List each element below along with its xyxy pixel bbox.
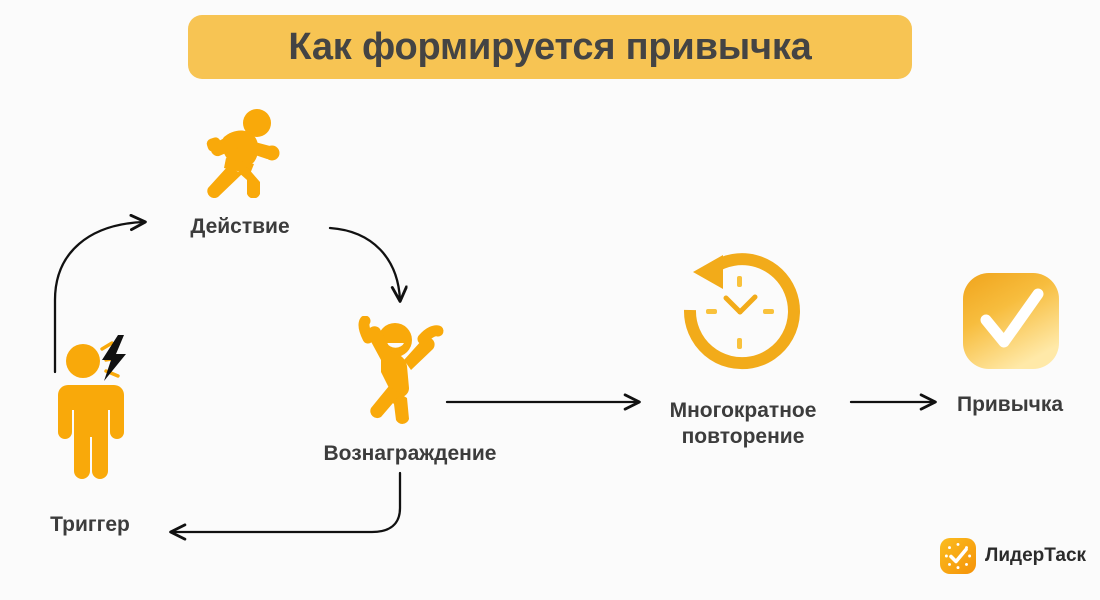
page-title: Как формируется привычка <box>288 25 812 68</box>
celebrating-person-icon <box>347 315 453 436</box>
brand-name: ЛидерТаск <box>985 545 1087 566</box>
stage-label-trigger: Триггер <box>50 513 130 536</box>
stage-label-habit: Привычка <box>956 393 1064 416</box>
running-person-icon <box>202 108 288 199</box>
stage-label-action: Действие <box>190 215 290 238</box>
stage-label-repeat-line2: повторение <box>681 425 805 448</box>
checkmark-rounded-square-icon <box>962 272 1060 370</box>
title-banner: Как формируется привычка <box>188 15 912 79</box>
standing-person-with-lightning-icon <box>52 335 148 485</box>
arrow-action-to-reward <box>328 226 400 300</box>
arrow-reward-to-trigger <box>172 471 402 532</box>
brand-logo[interactable]: ЛидерТаск <box>940 538 1086 574</box>
leadertask-logo-icon <box>940 538 976 574</box>
stage-label-repeat: Многократное повторение <box>630 398 856 450</box>
circular-arrow-clock-icon <box>673 252 808 380</box>
stage-label-repeat-line1: Многократное <box>669 399 817 422</box>
stage-label-reward: Вознаграждение <box>323 442 497 465</box>
